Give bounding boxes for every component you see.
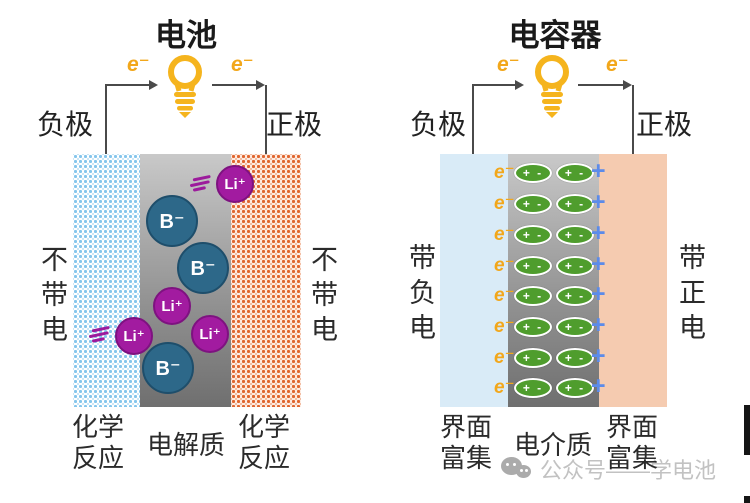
plus-charge-label: + [591,342,606,370]
capacitor-dielectric-region [508,154,599,407]
battery-anode-plate [73,154,140,407]
light-bulb-icon [168,55,202,118]
electron-label: e⁻ [494,347,515,368]
electron-label: e⁻ [494,193,515,214]
dipole-row: e⁻ + - + - + [488,219,612,247]
battery-right-uncharged-label: 不带电 [307,245,337,350]
battery-right-wire [265,85,267,154]
dipole-molecule: + - [514,256,552,276]
anion: B⁻ [146,195,198,247]
capacitor-title: 电容器 [508,18,602,53]
dipole-row: e⁻ + - + - + [488,250,612,278]
electron-flow-arrow-icon [256,80,265,90]
dipole-row: e⁻ + - + - + [488,311,612,339]
capacitor-right-wire-horizontal [578,84,624,86]
electron-flow-arrow-icon [515,80,524,90]
caption-line: 化学 [237,412,290,442]
anion: B⁻ [177,242,229,294]
electron-label: e⁻ [494,285,515,306]
plus-charge-label: + [591,219,606,247]
electron-label: e⁻ [494,377,515,398]
plus-charge-label: + [591,157,606,185]
edge-mark [744,496,750,503]
dipole-molecule: + - [556,286,594,306]
capacitor-negative-electrode-label: 负极 [410,109,467,140]
battery-left-wire-horizontal [105,84,150,86]
capacitor-right-interface-caption: 界面 富集 [590,412,674,474]
wechat-icon [501,457,537,483]
capacitor-left-interface-caption: 界面 富集 [424,412,508,474]
caption-line: 反应 [237,443,290,473]
electron-label: e⁻ [606,53,629,76]
dipole-molecule: + - [556,256,594,276]
plus-charge-label: + [591,250,606,278]
dipole-molecule: + - [514,163,552,183]
dipole-molecule: + - [514,286,552,306]
capacitor-positive-electrode-label: 正极 [636,109,693,140]
dipole-molecule: + - [556,225,594,245]
dipole-molecule: + - [514,317,552,337]
watermark-text: 公众号——学电池 [540,458,717,483]
dipole-molecule: + - [556,348,594,368]
dipole-molecule: + - [514,378,552,398]
caption-line: 富集 [605,443,658,473]
battery-negative-electrode-label: 负极 [37,109,94,140]
electron-flow-arrow-icon [623,80,632,90]
battery-positive-electrode-label: 正极 [266,109,323,140]
caption-line: 界面 [439,412,492,442]
dipole-row: e⁻ + - + - + [488,280,612,308]
battery-left-wire [105,85,107,154]
capacitor-right-wire [632,85,634,154]
capacitor-positive-plate [599,154,667,407]
edge-mark [744,405,750,455]
capacitor-left-wire [472,85,474,154]
battery-cathode-caption: 化学 反应 [222,412,306,474]
plus-charge-label: + [591,311,606,339]
electron-flow-arrow-icon [149,80,158,90]
electron-label: e⁻ [127,53,150,76]
capacitor-negative-plate [440,154,508,407]
lithium-ion: Li⁺ [115,317,153,355]
battery-left-uncharged-label: 不带电 [37,245,67,350]
electron-label: e⁻ [231,53,254,76]
caption-line: 反应 [71,443,124,473]
dipole-molecule: + - [556,378,594,398]
battery-title: 电池 [155,18,217,53]
capacitor-left-charged-label: 带负电 [405,243,435,348]
plus-charge-label: + [591,280,606,308]
anion: B⁻ [142,342,194,394]
lithium-ion: Li⁺ [191,315,229,353]
dipole-molecule: + - [514,194,552,214]
electron-label: e⁻ [494,316,515,337]
dipole-molecule: + - [514,225,552,245]
dipole-row: e⁻ + - + - + [488,157,612,185]
battery-right-wire-horizontal [212,84,257,86]
dipole-row: e⁻ + - + - + [488,188,612,216]
plus-charge-label: + [591,372,606,400]
dipole-row: e⁻ + - + - + [488,372,612,400]
caption-line: 富集 [439,443,492,473]
electron-label: e⁻ [494,255,515,276]
plus-charge-label: + [591,188,606,216]
capacitor-dielectric-caption: 电介质 [513,430,592,460]
caption-line: 化学 [71,412,124,442]
lithium-ion: Li⁺ [153,287,191,325]
electron-label: e⁻ [494,224,515,245]
dipole-molecule: + - [556,163,594,183]
battery-anode-caption: 化学 反应 [56,412,140,474]
dipole-molecule: + - [556,194,594,214]
caption-line: 界面 [605,412,658,442]
dipole-molecule: + - [556,317,594,337]
capacitor-left-wire-horizontal [472,84,516,86]
dipole-row: e⁻ + - + - + [488,342,612,370]
light-bulb-icon [535,55,569,118]
electron-label: e⁻ [494,162,515,183]
lithium-ion: Li⁺ [216,165,254,203]
battery-electrolyte-caption: 电解质 [146,430,225,460]
dipole-molecule: + - [514,348,552,368]
electron-label: e⁻ [497,53,520,76]
capacitor-right-charged-label: 带正电 [675,243,705,348]
